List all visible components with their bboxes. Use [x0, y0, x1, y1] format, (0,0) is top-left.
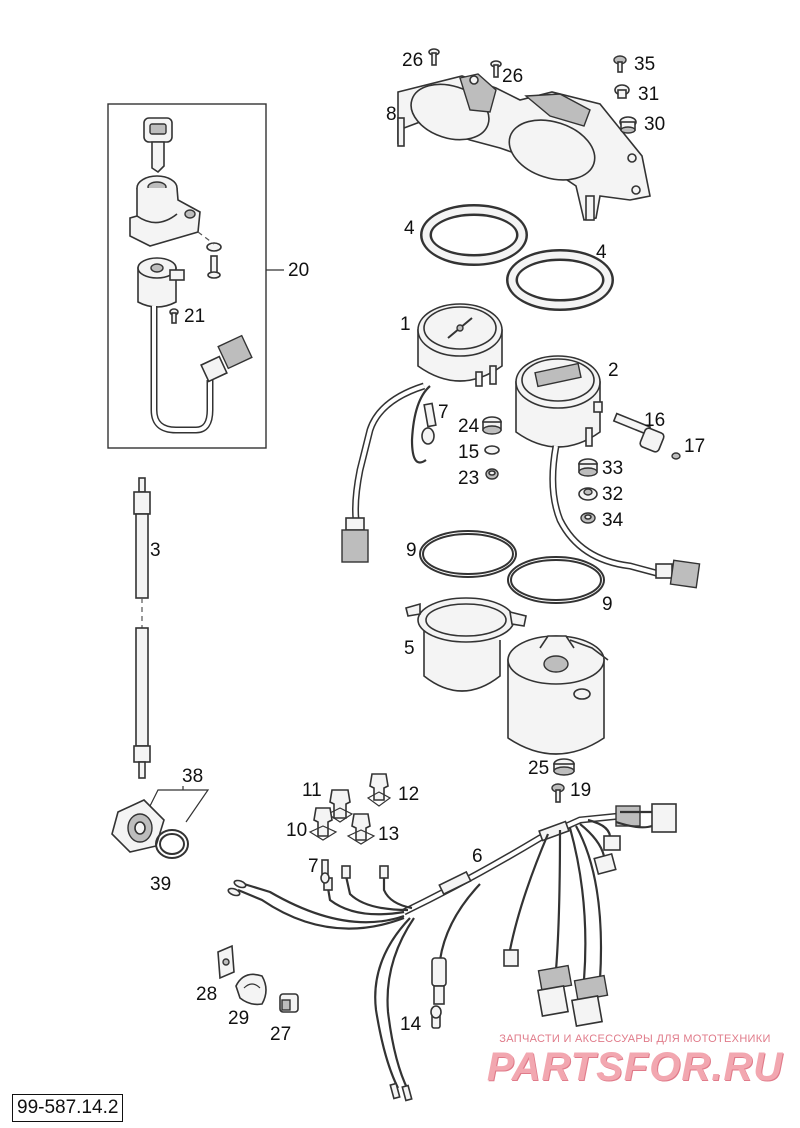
- document-code: 99-587.14.2: [12, 1094, 124, 1122]
- label-3: 3: [150, 540, 161, 561]
- label-8: 8: [386, 104, 397, 125]
- label-26b: 26: [502, 66, 523, 87]
- watermark-tagline: ЗАПЧАСТИ И АКСЕССУАРЫ ДЛЯ МОТОТЕХНИКИ: [499, 1033, 771, 1045]
- label-25: 25: [528, 758, 549, 779]
- screw-17: [671, 452, 681, 460]
- label-30: 30: [644, 114, 665, 135]
- grommet-24: [482, 416, 502, 435]
- washer-32: [578, 487, 598, 501]
- label-9a: 9: [406, 540, 417, 561]
- label-13: 13: [378, 824, 399, 845]
- speedo-drive: [111, 799, 189, 859]
- tachometer: [515, 355, 603, 448]
- label-15: 15: [458, 442, 479, 463]
- label-31: 31: [638, 84, 659, 105]
- label-5: 5: [404, 638, 415, 659]
- instrument-cover: [397, 73, 651, 221]
- sensor-16: [612, 412, 665, 453]
- label-4b: 4: [596, 242, 607, 263]
- label-27: 27: [270, 1024, 291, 1045]
- bulb-holder-12: [366, 773, 392, 807]
- label-7a: 7: [438, 402, 449, 423]
- label-33: 33: [602, 458, 623, 479]
- label-4a: 4: [404, 218, 415, 239]
- label-14: 14: [400, 1014, 422, 1035]
- clip-29: [235, 973, 267, 1006]
- nut-34: [580, 512, 596, 524]
- watermark-brand: PARTSFOR.RU: [486, 1045, 784, 1089]
- label-32: 32: [602, 484, 623, 505]
- bulb-7b: [320, 859, 330, 884]
- watermark: ЗАПЧАСТИ И АКСЕССУАРЫ ДЛЯ МОТОТЕХНИКИ PA…: [480, 1033, 790, 1089]
- relay-27: [279, 993, 299, 1013]
- label-1: 1: [400, 314, 411, 335]
- label-10: 10: [286, 820, 307, 841]
- bulb-14: [430, 1005, 442, 1029]
- label-34: 34: [602, 510, 624, 531]
- label-19: 19: [570, 780, 591, 801]
- nut-23: [485, 468, 499, 480]
- lock-screw: [206, 242, 222, 279]
- label-26a: 26: [402, 50, 423, 71]
- label-20: 20: [288, 260, 309, 281]
- washer-15: [484, 445, 500, 455]
- label-9b: 9: [602, 594, 613, 615]
- screw-35: [613, 55, 627, 73]
- label-28: 28: [196, 984, 217, 1005]
- ignition-lock-body: [129, 175, 201, 247]
- label-11: 11: [302, 780, 322, 801]
- grommet-33: [578, 458, 598, 477]
- label-21: 21: [184, 306, 205, 327]
- bulb-holder-10: [308, 807, 338, 841]
- label-39: 39: [150, 874, 171, 895]
- rubber-ring-4b: [506, 249, 614, 311]
- screw-26a: [428, 48, 440, 66]
- o-ring-9b: [507, 556, 605, 604]
- label-23: 23: [458, 468, 479, 489]
- speedo-cable: [133, 477, 151, 779]
- grommet-30: [619, 116, 637, 134]
- label-38: 38: [182, 766, 203, 787]
- grommet-25: [553, 758, 575, 776]
- bulb-holder-11: [326, 789, 354, 823]
- speedometer: [417, 303, 503, 387]
- label-12: 12: [398, 784, 419, 805]
- tacho-connector: [655, 559, 701, 589]
- label-17: 17: [684, 436, 705, 457]
- ignition-switch: [137, 257, 185, 308]
- wiring-harness: [227, 803, 677, 1102]
- label-7b: 7: [308, 856, 319, 877]
- washer-31: [614, 84, 630, 99]
- ignition-key: [143, 117, 173, 174]
- label-16: 16: [644, 410, 665, 431]
- label-29: 29: [228, 1008, 249, 1029]
- bulb-7a: [421, 402, 437, 445]
- speedo-connector: [341, 517, 369, 563]
- bracket-28: [217, 944, 235, 980]
- label-35: 35: [634, 54, 655, 75]
- bulb-holder-13: [346, 813, 376, 845]
- ignition-group-box: [107, 103, 267, 449]
- instrument-housing: [405, 597, 609, 755]
- switch-connector: [200, 334, 253, 383]
- o-ring-9a: [419, 530, 517, 578]
- rubber-ring-4a: [420, 204, 528, 266]
- screw-21: [169, 308, 179, 324]
- label-24: 24: [458, 416, 480, 437]
- screw-19: [551, 783, 565, 803]
- label-6: 6: [472, 846, 483, 867]
- label-2: 2: [608, 360, 619, 381]
- screw-26b: [490, 60, 502, 78]
